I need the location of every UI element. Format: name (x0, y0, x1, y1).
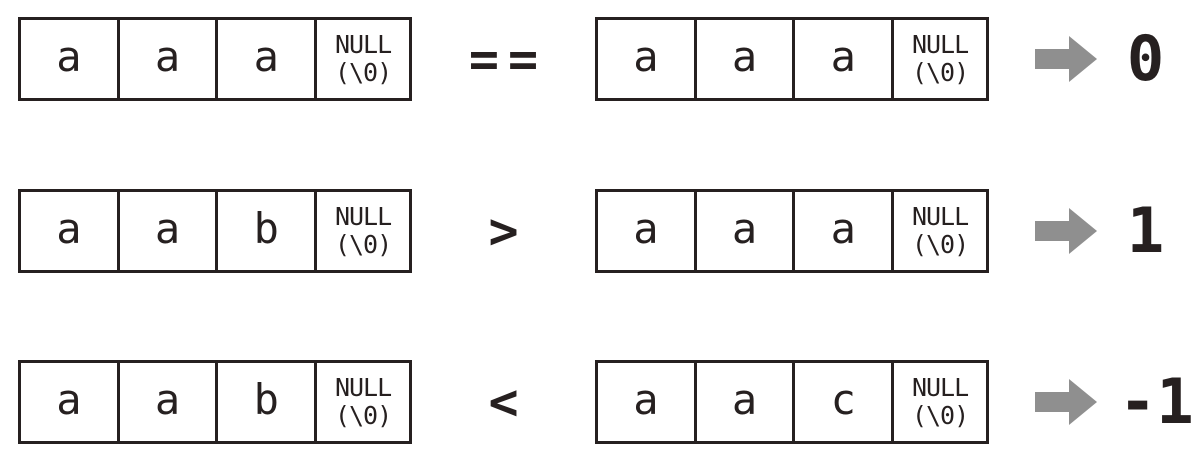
right-char-array: a a c NULL (\0) (595, 360, 989, 444)
operator-text: == (468, 30, 548, 88)
array-cell: a (792, 192, 891, 270)
null-label: NULL (911, 202, 969, 231)
result-arrow (989, 17, 1119, 101)
array-cell: a (693, 20, 793, 98)
null-escape-label: (\0) (911, 58, 969, 87)
array-cell: b (215, 363, 314, 441)
result-value: -1 (1119, 365, 1194, 438)
result-arrow (989, 360, 1119, 444)
comparison-row: a a b NULL (\0) < a a c NULL (\0) (18, 360, 1198, 444)
operator-text: > (488, 202, 528, 260)
null-terminator-cell: NULL (\0) (891, 363, 986, 441)
null-escape-label: (\0) (334, 58, 392, 87)
null-escape-label: (\0) (911, 401, 969, 430)
right-char-array: a a a NULL (\0) (595, 17, 989, 101)
null-label: NULL (334, 202, 392, 231)
null-escape-label: (\0) (334, 401, 392, 430)
null-label: NULL (911, 30, 969, 59)
right-arrow-icon (1035, 208, 1097, 254)
array-cell: a (693, 192, 793, 270)
result-value: 1 (1126, 194, 1165, 267)
array-cell: a (116, 20, 216, 98)
array-cell: a (56, 204, 82, 253)
left-char-array: a a b NULL (\0) (18, 189, 412, 273)
right-char-array: a a a NULL (\0) (595, 189, 989, 273)
right-arrow-icon (1035, 36, 1097, 82)
null-terminator-cell: NULL (\0) (891, 192, 986, 270)
array-cell: a (693, 363, 793, 441)
array-cell: a (116, 363, 216, 441)
array-cell: a (633, 204, 659, 253)
null-label: NULL (911, 373, 969, 402)
left-char-array: a a a NULL (\0) (18, 17, 412, 101)
array-cell: c (792, 363, 891, 441)
result-value: 0 (1126, 22, 1165, 95)
operator-text: < (488, 373, 528, 431)
comparison-operator: == (412, 17, 595, 101)
array-cell: a (215, 20, 314, 98)
comparison-row: a a b NULL (\0) > a a a NULL (\0) (18, 189, 1198, 273)
comparison-operator: > (412, 189, 595, 273)
comparison-row: a a a NULL (\0) == a a a NULL (\0) (18, 17, 1198, 101)
right-arrow-icon (1035, 379, 1097, 425)
array-cell: b (215, 192, 314, 270)
null-label: NULL (334, 373, 392, 402)
null-terminator-cell: NULL (\0) (314, 192, 409, 270)
comparison-operator: < (412, 360, 595, 444)
array-cell: a (56, 375, 82, 424)
left-char-array: a a b NULL (\0) (18, 360, 412, 444)
array-cell: a (633, 32, 659, 81)
null-terminator-cell: NULL (\0) (314, 363, 409, 441)
null-terminator-cell: NULL (\0) (891, 20, 986, 98)
array-cell: a (116, 192, 216, 270)
null-terminator-cell: NULL (\0) (314, 20, 409, 98)
null-escape-label: (\0) (911, 230, 969, 259)
null-escape-label: (\0) (334, 230, 392, 259)
result-arrow (989, 189, 1119, 273)
array-cell: a (56, 32, 82, 81)
array-cell: a (633, 375, 659, 424)
array-cell: a (792, 20, 891, 98)
null-label: NULL (334, 30, 392, 59)
